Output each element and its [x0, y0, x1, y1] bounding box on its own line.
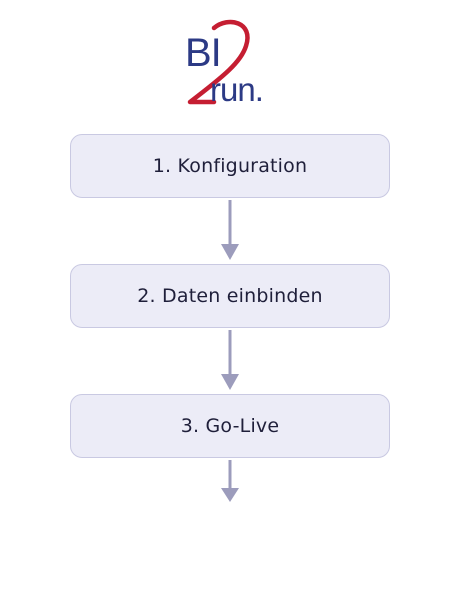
step-box-daten-einbinden: 2. Daten einbinden — [70, 264, 390, 328]
logo-text-run: run. — [210, 71, 263, 106]
step-box-konfiguration: 1. Konfiguration — [70, 134, 390, 198]
step-label: 2. Daten einbinden — [137, 285, 323, 307]
flow-arrow — [220, 460, 240, 502]
bi2run-logo: BI run. — [184, 18, 274, 106]
flow-arrow — [220, 330, 240, 390]
flow-arrow — [220, 200, 240, 260]
step-label: 1. Konfiguration — [152, 155, 308, 177]
logo-numeral-two — [187, 19, 250, 105]
step-box-go-live: 3. Go-Live — [70, 394, 390, 458]
logo-text-bi: BI — [185, 31, 221, 75]
step-label: 3. Go-Live — [180, 415, 280, 437]
